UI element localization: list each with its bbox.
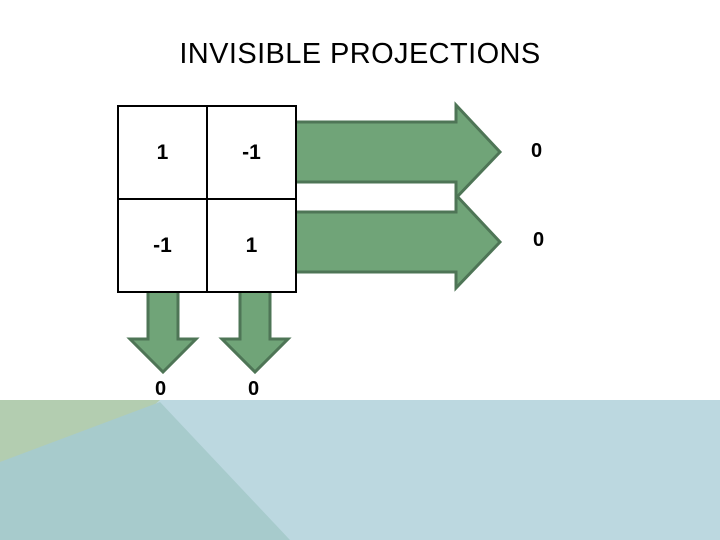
matrix-cell-r2c2: 1 bbox=[206, 198, 297, 293]
row-2-result-label: 0 bbox=[533, 229, 545, 251]
table-row: 1 -1 bbox=[117, 105, 297, 200]
column-2-projection-arrow bbox=[218, 283, 292, 375]
column-2-result-label: 0 bbox=[248, 378, 260, 400]
row-2-projection-arrow bbox=[293, 191, 503, 292]
column-1-projection-arrow bbox=[126, 283, 200, 375]
row-1-projection-arrow bbox=[293, 101, 503, 202]
page-title: INVISIBLE PROJECTIONS bbox=[179, 38, 541, 70]
row-1-result-label: 0 bbox=[531, 140, 543, 162]
matrix-cell-r1c1: 1 bbox=[117, 105, 208, 200]
matrix-cell-r1c2: -1 bbox=[206, 105, 297, 200]
matrix-cell-r2c1: -1 bbox=[117, 198, 208, 293]
footer-blend-triangle bbox=[0, 402, 290, 540]
column-1-result-label: 0 bbox=[155, 378, 167, 400]
decorative-footer-band bbox=[0, 400, 720, 540]
table-row: -1 1 bbox=[117, 198, 297, 293]
projection-matrix: 1 -1 -1 1 bbox=[117, 105, 297, 293]
